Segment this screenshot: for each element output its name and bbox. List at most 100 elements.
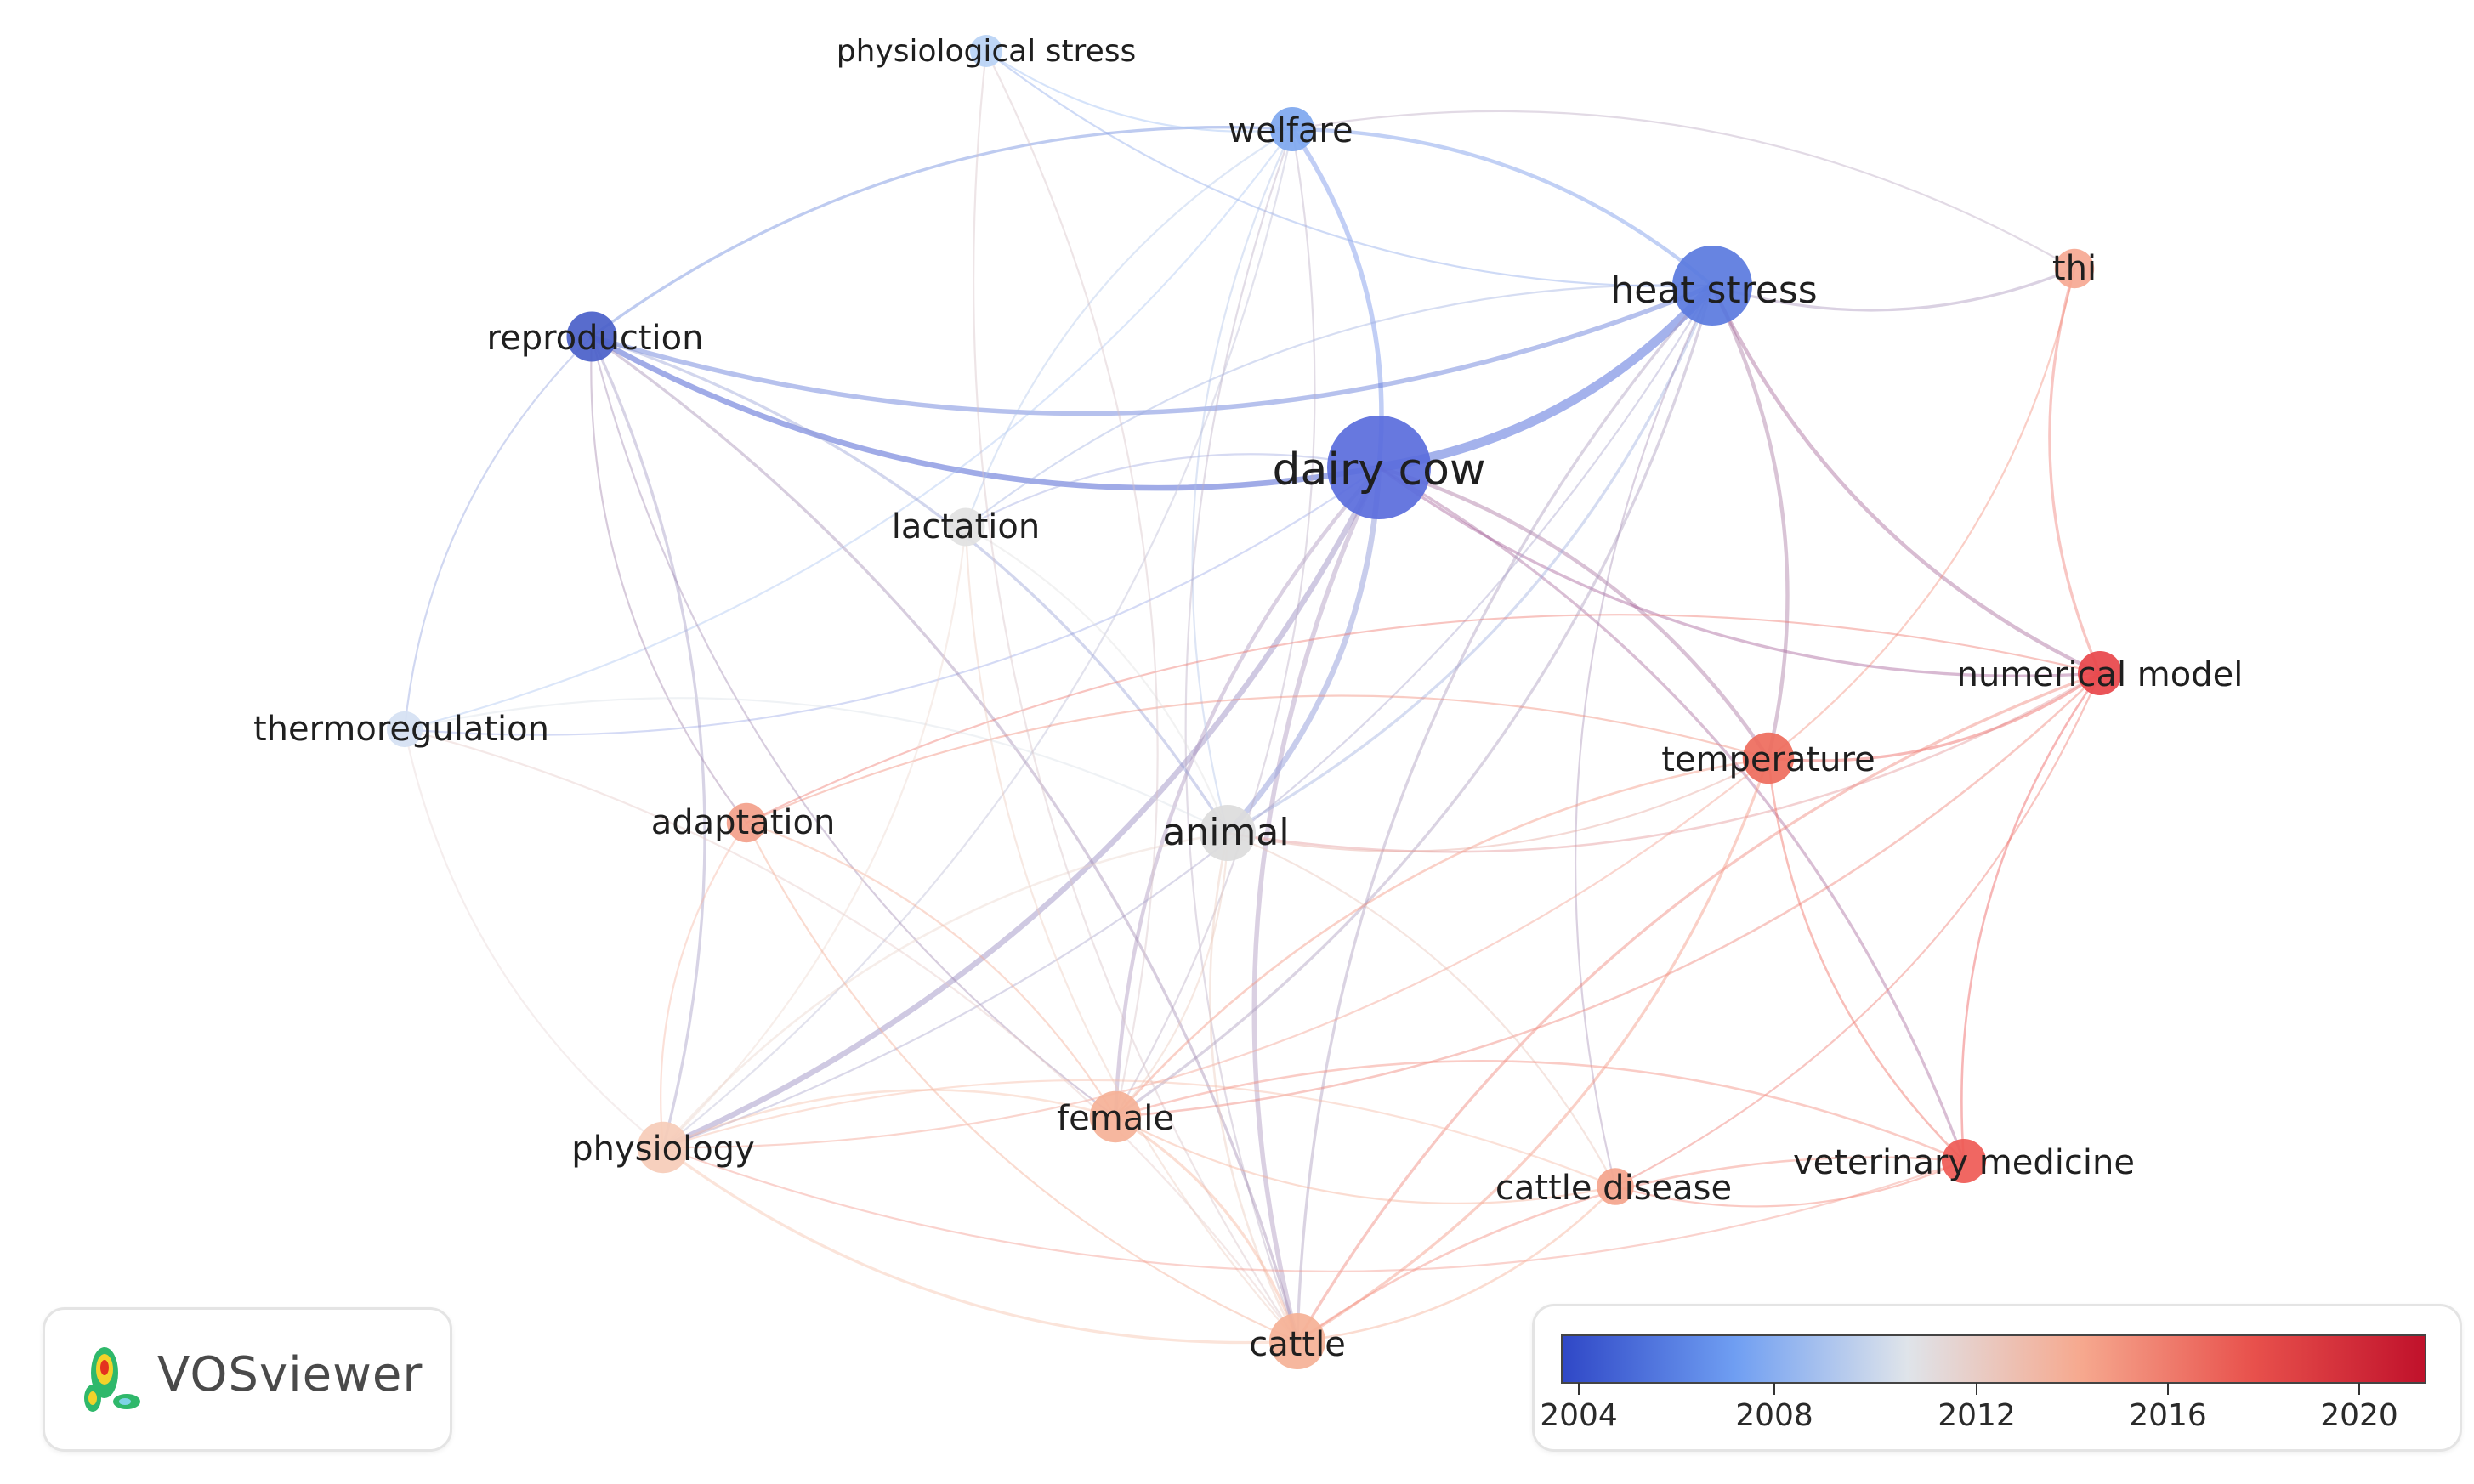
link-physiology-female xyxy=(661,1089,1117,1149)
node-physiological-stress[interactable] xyxy=(970,35,1002,67)
link-physiology-veterinary-medicine xyxy=(661,1146,1966,1272)
link-reproduction-female xyxy=(590,335,1117,1119)
node-label-thermoregulation[interactable]: thermoregulation xyxy=(253,710,549,749)
node-thi[interactable] xyxy=(2054,248,2095,289)
node-label-female[interactable]: female xyxy=(1057,1099,1174,1138)
link-dairy-cow-numerical-model xyxy=(1377,466,2102,677)
link-adaptation-physiology xyxy=(660,821,748,1149)
node-animal[interactable] xyxy=(1200,805,1256,861)
link-welfare-lactation xyxy=(964,127,1294,529)
link-lactation-physiology xyxy=(661,525,967,1149)
node-label-dairy-cow[interactable]: dairy cow xyxy=(1273,445,1486,496)
link-temperature-physiology xyxy=(661,756,1770,1149)
node-label-physiological-stress[interactable]: physiological stress xyxy=(837,34,1136,69)
node-label-cattle-disease[interactable]: cattle disease xyxy=(1495,1169,1732,1208)
link-temperature-veterinary-medicine xyxy=(1767,756,1966,1163)
labels-layer: physiological stress welfare heat stress th… xyxy=(253,34,2243,1364)
node-dairy-cow[interactable] xyxy=(1327,416,1431,519)
node-label-temperature[interactable]: temperature xyxy=(1661,740,1875,779)
link-thermoregulation-physiology xyxy=(403,728,665,1149)
link-reproduction-cattle xyxy=(590,335,1299,1343)
link-welfare-female xyxy=(1114,127,1316,1119)
vosviewer-logo-icon xyxy=(84,1347,140,1412)
node-label-heat-stress[interactable]: heat stress xyxy=(1610,269,1817,312)
link-heat-stress-female xyxy=(1114,284,1714,1119)
link-numerical-model-cattle-disease xyxy=(1614,671,2102,1188)
link-reproduction-thermoregulation xyxy=(403,335,593,731)
link-lactation-cattle xyxy=(964,525,1299,1343)
link-dairy-cow-cattle xyxy=(1251,465,1382,1344)
vosviewer-logo-box: VOSviewer xyxy=(43,1307,452,1452)
node-female[interactable] xyxy=(1089,1090,1142,1143)
link-animal-thermoregulation xyxy=(403,697,1229,835)
link-heat-stress-lactation xyxy=(964,284,1714,529)
link-heat-stress-cattle xyxy=(1296,284,1714,1343)
link-thermoregulation-cattle xyxy=(403,728,1299,1343)
link-heat-stress-physiological-stress xyxy=(984,49,1714,287)
link-heat-stress-welfare xyxy=(1290,127,1715,288)
node-label-welfare[interactable]: welfare xyxy=(1228,111,1353,150)
year-tick-label: 2004 xyxy=(1540,1398,1618,1433)
link-dairy-cow-physiology xyxy=(660,464,1382,1151)
link-thi-numerical-model xyxy=(2048,267,2102,675)
node-label-animal[interactable]: animal xyxy=(1162,811,1289,854)
link-dairy-cow-heat-stress xyxy=(1374,280,1717,473)
link-female-cattle-disease xyxy=(1114,1115,1617,1204)
link-animal-cattle-disease xyxy=(1226,831,1617,1188)
link-welfare-physiology xyxy=(661,127,1294,1149)
node-temperature[interactable] xyxy=(1742,732,1795,784)
link-female-cattle xyxy=(1114,1115,1299,1343)
node-thermoregulation[interactable] xyxy=(386,711,423,748)
node-label-physiology[interactable]: physiology xyxy=(571,1130,755,1169)
link-dairy-cow-animal xyxy=(1224,464,1382,836)
links-layer xyxy=(403,49,2102,1345)
link-cattle-cattle-disease xyxy=(1296,1185,1617,1343)
link-adaptation-cattle xyxy=(745,821,1299,1343)
node-lactation[interactable] xyxy=(946,507,985,547)
link-heat-stress-cattle-disease xyxy=(1574,284,1714,1188)
link-welfare-thermoregulation xyxy=(403,127,1294,731)
link-dairy-cow-reproduction xyxy=(588,333,1382,491)
node-label-thi[interactable]: thi xyxy=(2052,249,2097,288)
link-thi-welfare xyxy=(1291,110,2076,270)
link-female-veterinary-medicine xyxy=(1114,1060,1966,1163)
link-physiology-cattle xyxy=(661,1146,1299,1345)
link-numerical-model-animal xyxy=(1226,671,2102,853)
link-animal-physiology xyxy=(661,831,1229,1149)
node-heat-stress[interactable] xyxy=(1672,246,1752,326)
link-heat-stress-temperature xyxy=(1710,283,1790,761)
link-heat-stress-thi xyxy=(1711,267,2076,312)
link-welfare-cattle xyxy=(1184,127,1299,1343)
node-label-numerical-model[interactable]: numerical model xyxy=(1957,655,2244,694)
link-animal-female xyxy=(1114,831,1229,1119)
year-tick-label: 2020 xyxy=(2320,1398,2398,1433)
node-cattle-disease[interactable] xyxy=(1597,1168,1634,1205)
node-label-reproduction[interactable]: reproduction xyxy=(487,319,704,358)
link-animal-cattle xyxy=(1209,831,1299,1343)
year-tick-label: 2008 xyxy=(1735,1398,1813,1433)
node-veterinary-medicine[interactable] xyxy=(1942,1139,1986,1183)
link-reproduction-adaptation xyxy=(590,335,748,824)
link-welfare-physiological-stress xyxy=(984,49,1294,133)
node-welfare[interactable] xyxy=(1270,107,1314,151)
node-physiology[interactable] xyxy=(637,1121,689,1174)
link-reproduction-physiology xyxy=(590,335,706,1149)
node-reproduction[interactable] xyxy=(566,311,617,362)
link-heat-stress-animal xyxy=(1226,284,1714,835)
node-cattle[interactable] xyxy=(1269,1313,1325,1369)
link-dairy-cow-lactation xyxy=(964,453,1381,529)
nodes-layer xyxy=(386,35,2122,1369)
link-numerical-model-temperature xyxy=(1767,671,2102,762)
node-adaptation[interactable] xyxy=(726,802,767,843)
node-label-lactation[interactable]: lactation xyxy=(892,507,1040,547)
year-gradient-bar xyxy=(1561,1334,2426,1384)
link-numerical-model-cattle xyxy=(1296,671,2102,1343)
node-label-adaptation[interactable]: adaptation xyxy=(651,803,836,842)
node-numerical-model[interactable] xyxy=(2078,651,2122,695)
node-label-veterinary-medicine[interactable]: veterinary medicine xyxy=(1793,1143,2135,1182)
node-label-cattle[interactable]: cattle xyxy=(1249,1325,1346,1364)
